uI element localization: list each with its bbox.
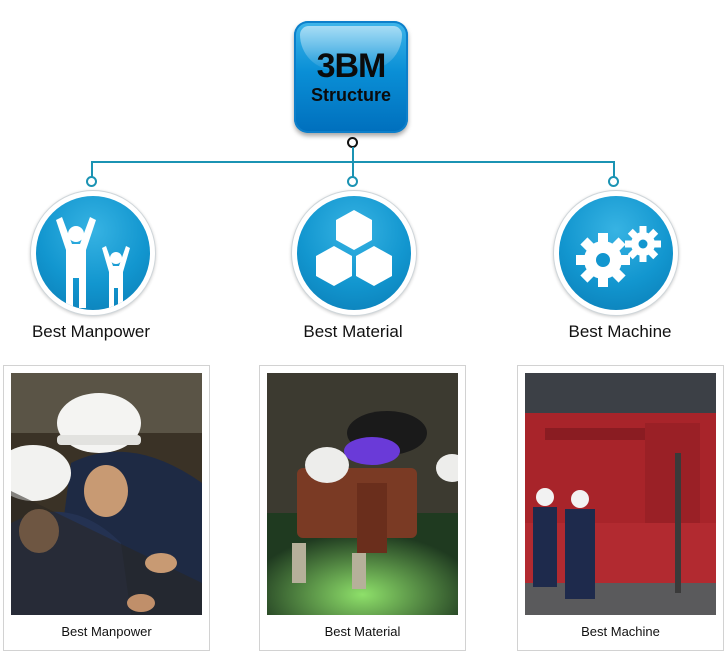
material-photo: [267, 373, 458, 615]
material-label: Best Material: [303, 322, 403, 341]
manpower-photo: [11, 373, 202, 615]
root-badge: 3BM Structure: [294, 21, 408, 133]
manpower-circle: [30, 190, 156, 316]
machine-circle: [553, 190, 679, 316]
connector-dot-right: [608, 176, 619, 187]
root-subtitle: Structure: [310, 85, 391, 105]
manpower-label: Best Manpower: [31, 322, 151, 341]
connector-vertical-left: [91, 161, 93, 177]
material-circle: [291, 190, 417, 316]
gears-icon: [576, 226, 661, 287]
connector-dot-middle: [347, 176, 358, 187]
people-icon: [56, 217, 130, 308]
connector-vertical-middle: [352, 161, 354, 177]
connector-vertical-right: [613, 161, 615, 177]
machine-label: Best Machine: [568, 322, 672, 341]
photo-card-machine: Best Machine: [517, 365, 724, 651]
photo-caption-manpower: Best Manpower: [61, 624, 152, 639]
machine-photo: [525, 373, 716, 615]
connector-dot-left: [86, 176, 97, 187]
photo-caption-material: Best Material: [324, 624, 401, 639]
photo-card-material: Best Material: [259, 365, 466, 651]
photo-card-manpower: Best Manpower: [3, 365, 210, 651]
root-title: 3BM: [316, 47, 387, 85]
photo-caption-machine: Best Machine: [581, 624, 660, 639]
hexagons-icon: [316, 210, 392, 286]
connector-vertical-root: [352, 147, 354, 162]
